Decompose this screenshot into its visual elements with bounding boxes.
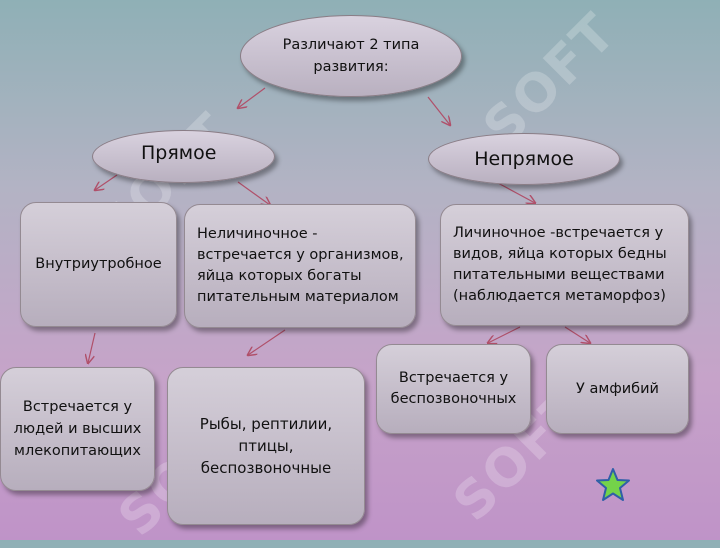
arrow-root-direct bbox=[238, 87, 266, 108]
arrow-nonlarval-fish bbox=[248, 329, 286, 355]
amphibians-box: У амфибий bbox=[546, 344, 689, 434]
direct-label: Прямое bbox=[141, 141, 217, 164]
arrow-intrauterine-humans bbox=[88, 332, 96, 363]
humans-text: Встречается у людей и высших млекопитающ… bbox=[13, 399, 142, 459]
humans-box: Встречается у людей и высших млекопитающ… bbox=[0, 367, 155, 491]
non-larval-text: Неличиночное - встречается у организмов,… bbox=[197, 226, 404, 305]
star-icon[interactable] bbox=[595, 468, 631, 502]
non-larval-box: Неличиночное - встречается у организмов,… bbox=[184, 204, 416, 328]
arrow-direct-intrauterine bbox=[95, 174, 118, 190]
arrow-direct-nonlarval bbox=[237, 181, 270, 205]
root-node: Различают 2 типа развития: bbox=[240, 15, 462, 97]
indirect-label: Непрямое bbox=[474, 148, 574, 170]
indirect-development-node: Непрямое bbox=[428, 133, 620, 185]
root-text: Различают 2 типа развития: bbox=[282, 37, 420, 75]
direct-development-node: Прямое bbox=[92, 130, 275, 183]
amphibians-text: У амфибий bbox=[576, 380, 659, 397]
fish-box: Рыбы, рептилии, птицы, беспозвоночные bbox=[167, 367, 365, 525]
intrauterine-box: Внутриутробное bbox=[20, 202, 177, 327]
larval-box: Личиночное -встречается у видов, яйца ко… bbox=[440, 204, 689, 326]
fish-text: Рыбы, рептилии, птицы, беспозвоночные bbox=[199, 415, 333, 477]
arrow-larval-amphibians bbox=[564, 326, 590, 343]
larval-text: Личиночное -встречается у видов, яйца ко… bbox=[453, 225, 667, 304]
arrow-indirect-larval bbox=[497, 182, 535, 203]
intrauterine-text: Внутриутробное bbox=[35, 256, 162, 272]
invertebrates-text: Встречается у беспозвоночных bbox=[390, 370, 517, 407]
invertebrates-box: Встречается у беспозвоночных bbox=[376, 344, 531, 434]
arrow-larval-invertebrates bbox=[488, 326, 521, 343]
arrow-root-indirect bbox=[427, 96, 450, 125]
